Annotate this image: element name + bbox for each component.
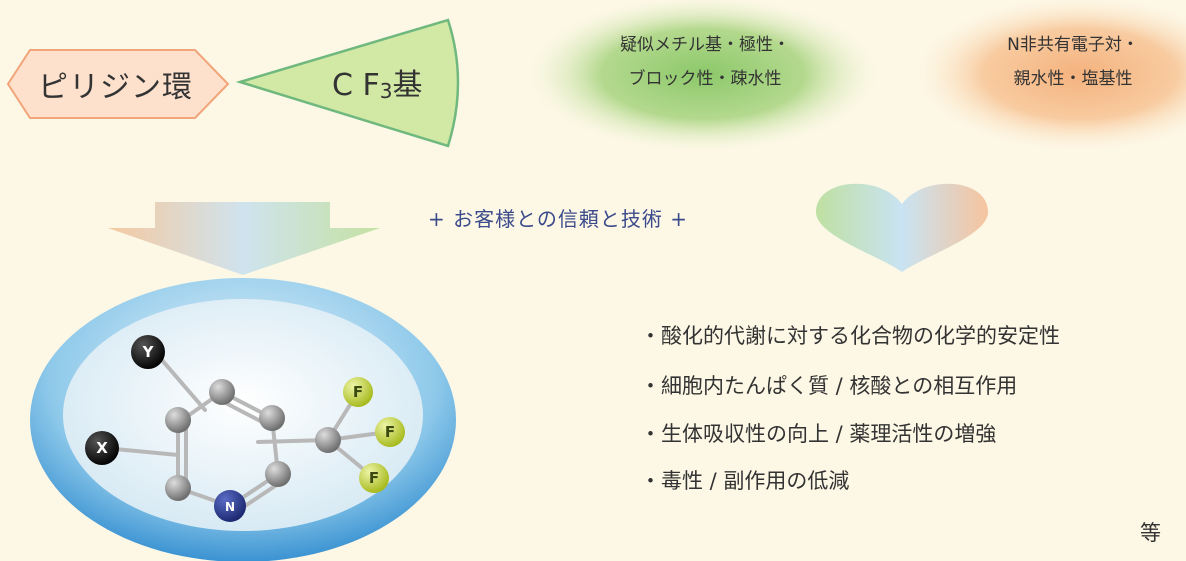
cf3-group-label: C F3基: [332, 60, 422, 104]
nitrogen-atom: [214, 490, 246, 522]
property-item-4: ・毒性 / 副作用の低減: [640, 469, 850, 493]
orange-glow: [905, 0, 1186, 156]
carbon-atoms: [165, 379, 341, 501]
nitrogen-properties-box: N非共有電子対・ 親水性・塩基性: [960, 28, 1186, 96]
y-atom-label: Y: [142, 343, 155, 361]
property-item-3: ・生体吸収性の向上 / 薬理活性の増強: [640, 422, 997, 446]
x-atom: [85, 431, 119, 465]
green-glow: [518, 0, 888, 156]
fluorine-atom-top-label: F: [353, 383, 363, 401]
pyridine-ring-label: ピリジン環: [38, 70, 193, 105]
tagline: + お客様との信頼と技術 +: [428, 207, 689, 231]
cf3-wedge: [235, 18, 460, 148]
y-atom: [131, 335, 165, 369]
x-atom-label: X: [96, 439, 108, 457]
nitrogen-properties-line1: N非共有電子対・: [1007, 35, 1139, 55]
property-item-1: ・酸化的代謝に対する化合物の化学的安定性: [640, 324, 1060, 348]
pyridine-hexagon: [6, 49, 230, 119]
cf3-properties-line1: 疑似メチル基・極性・: [620, 35, 790, 55]
fluorine-atom-right-label: F: [385, 423, 395, 441]
etc-label: 等: [1140, 521, 1161, 545]
cf3-subscript: 3: [379, 79, 393, 103]
nitrogen-properties-line2: 親水性・塩基性: [1013, 69, 1133, 89]
cf3-properties-line2: ブロック性・疎水性: [628, 69, 782, 89]
fluorine-atom-bottom-label: F: [369, 469, 379, 487]
heart-shape: [816, 183, 988, 272]
property-item-2: ・細胞内たんぱく質 / 核酸との相互作用: [640, 374, 1018, 398]
down-arrow: [108, 202, 380, 275]
cf3-main-text: C F: [332, 68, 380, 103]
cf3-suffix-text: 基: [392, 68, 423, 103]
nitrogen-atom-label: N: [225, 500, 235, 514]
fluorine-atom-top: [343, 377, 373, 407]
cf3-properties-box: 疑似メチル基・極性・ ブロック性・疎水性: [560, 28, 850, 96]
fluorine-atom-bottom: [359, 463, 389, 493]
fluorine-atom-right: [375, 417, 405, 447]
